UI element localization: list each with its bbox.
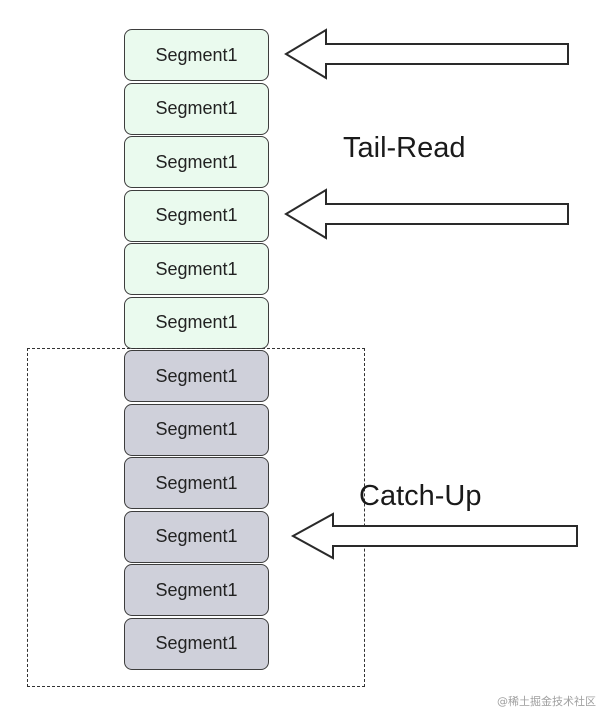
catch-up-arrow <box>290 512 578 560</box>
segment-9: Segment1 <box>124 457 269 509</box>
segment-8: Segment1 <box>124 403 269 456</box>
tail-read-label: Tail-Read <box>343 132 466 164</box>
tail-read-arrow-top <box>284 28 569 80</box>
segment-5: Segment1 <box>124 243 269 295</box>
segment-stack: Segment1 Segment1 Segment1 Segment1 Segm… <box>124 29 269 671</box>
segment-3: Segment1 <box>124 136 269 188</box>
segment-6: Segment1 <box>124 296 269 349</box>
segment-11: Segment1 <box>124 564 269 616</box>
catch-up-region <box>27 348 365 687</box>
segment-2: Segment1 <box>124 82 269 135</box>
segment-10: Segment1 <box>124 510 269 563</box>
segment-4: Segment1 <box>124 189 269 242</box>
watermark: @稀土掘金技术社区 <box>497 695 596 708</box>
segment-12: Segment1 <box>124 617 269 670</box>
catch-up-label: Catch-Up <box>359 480 482 512</box>
tail-read-arrow-middle <box>284 188 569 240</box>
segment-1: Segment1 <box>124 29 269 81</box>
segment-7: Segment1 <box>124 350 269 402</box>
